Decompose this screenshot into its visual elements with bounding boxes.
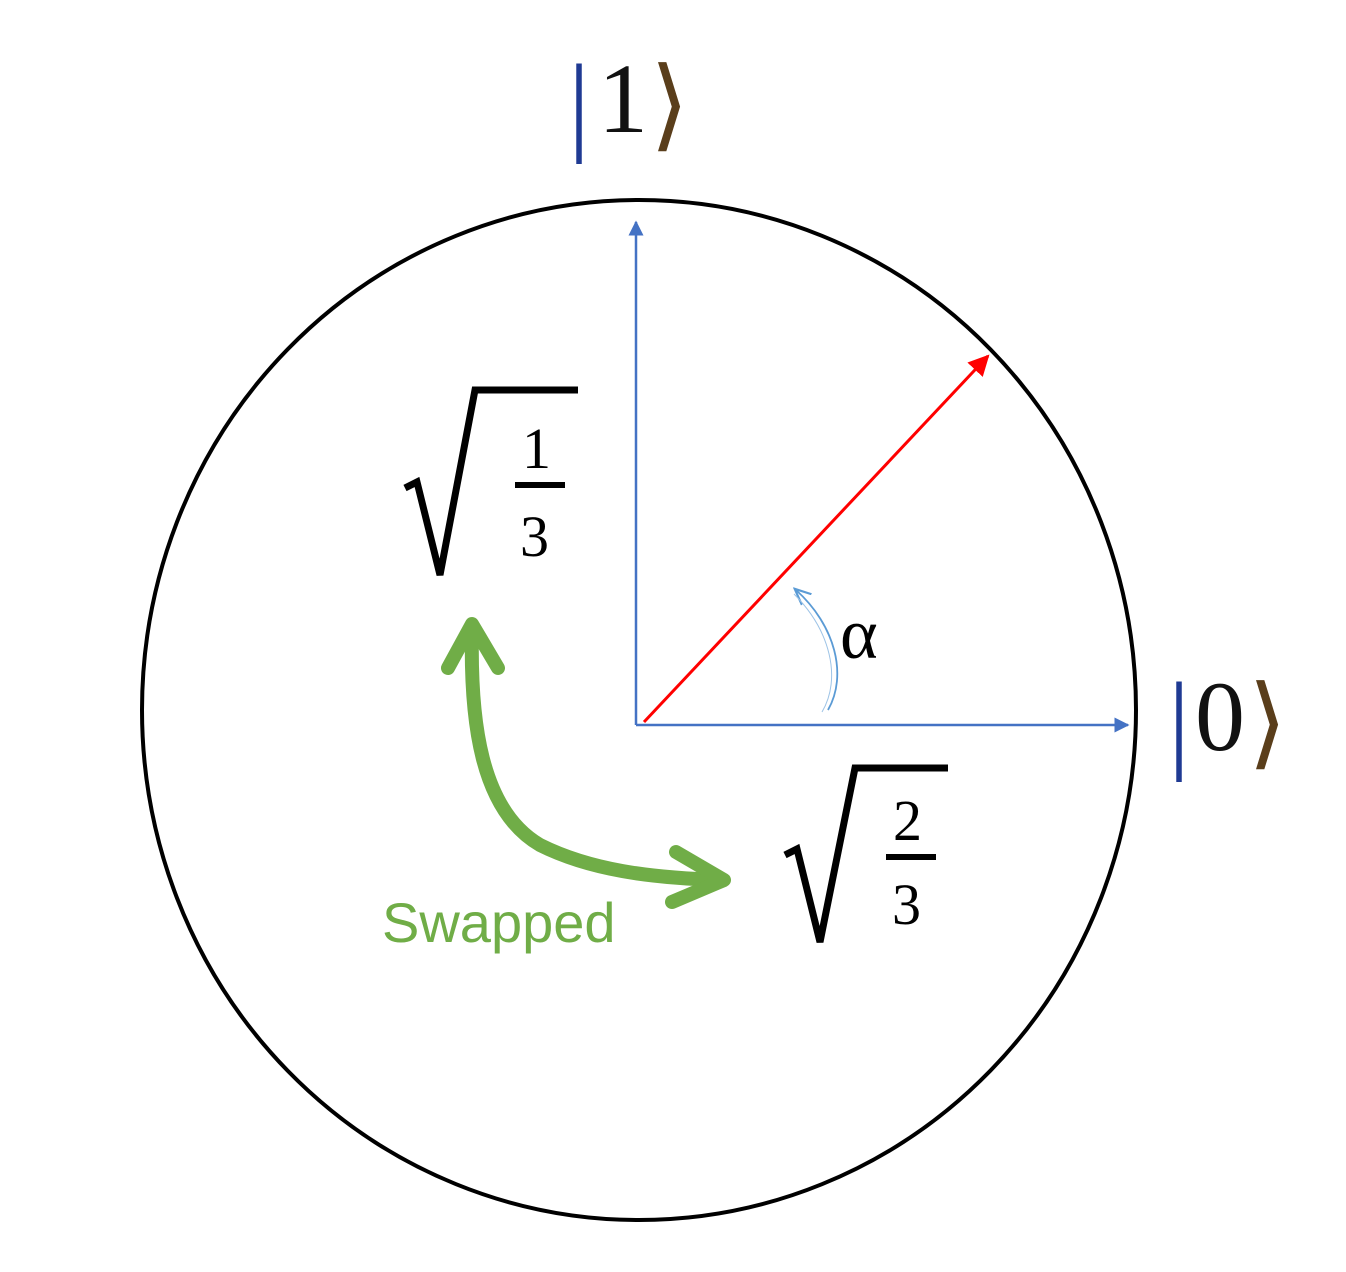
swap-arrow [464,623,729,887]
amplitude-upper: 1 3 [403,386,578,576]
radical-sign-lower [783,764,948,943]
ket-zero-digit: 0 [1195,661,1245,772]
amplitude-lower-numerator: 2 [893,788,922,853]
swap-arrow-head-right [665,845,731,909]
ket-one-digit: 1 [598,43,648,154]
amplitude-lower-denominator: 3 [892,872,921,937]
ket-zero-label: | 0 ⟩ [1168,660,1287,782]
amplitude-lower: 2 3 [783,764,948,943]
ket-one-angle: ⟩ [650,49,689,160]
radical-sign-upper [403,386,578,576]
state-vector [642,354,990,724]
unit-circle [140,198,1138,1222]
ket-one-label: | 1 ⟩ [568,42,689,164]
ket-one-bar: | [568,42,590,164]
swap-annotation: Swapped [382,891,616,954]
swap-arrow-head-top [441,617,505,675]
angle-arc [796,590,839,711]
amplitude-upper-denominator: 3 [520,504,549,569]
angle-label: α [840,594,878,674]
angle-arc-inner [793,593,833,713]
amplitude-upper-numerator: 1 [522,416,551,481]
ket-zero-angle: ⟩ [1248,667,1287,778]
ket-zero-bar: | [1168,660,1190,782]
